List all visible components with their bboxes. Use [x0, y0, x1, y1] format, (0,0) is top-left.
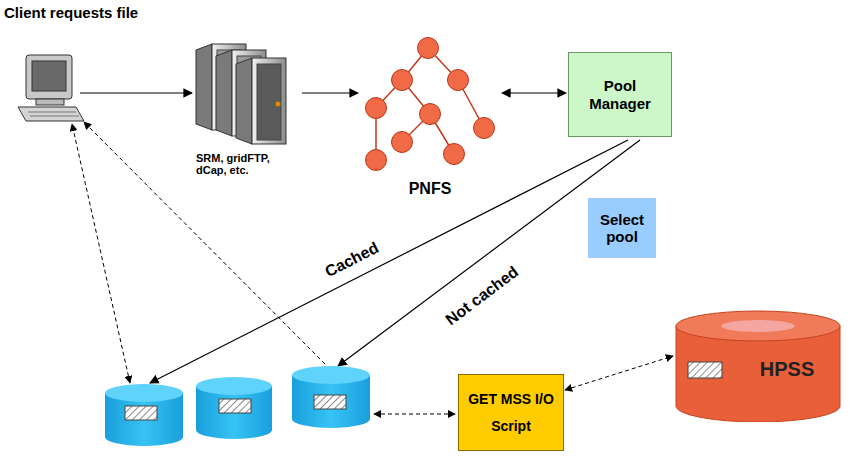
- door-side: [216, 50, 232, 136]
- node-label: PNFS: [360, 180, 500, 198]
- select-pool-box: Select pool: [588, 198, 656, 258]
- stage-dashed-arrow: [374, 414, 455, 415]
- pool-manager-box: Pool Manager: [568, 52, 672, 137]
- cached-label: Cached: [320, 238, 383, 282]
- door-frame: [252, 58, 286, 144]
- computer-icon: [18, 55, 84, 121]
- mss-script-box: GET MSS I/O Script: [458, 374, 564, 451]
- door-side: [236, 58, 252, 144]
- node-label: HPSS: [740, 358, 834, 381]
- protocol-doors: SRM, gridFTP, dCap, etc.: [190, 42, 300, 177]
- tree-node: [418, 38, 439, 59]
- text-wrap: PNFS: [360, 180, 500, 198]
- hpss-top: [676, 311, 840, 341]
- not-cached-label: Not cached: [441, 262, 524, 331]
- connector-arrow: [502, 92, 566, 93]
- node-label: Pool Manager: [573, 77, 667, 112]
- data-dashed-arrow: [84, 122, 325, 364]
- diagram-title: Client requests file: [4, 4, 138, 21]
- text-wrap: SRM, gridFTP, dCap, etc.: [196, 152, 296, 177]
- tree-node: [474, 118, 495, 139]
- connector-arrow: [565, 356, 673, 390]
- hpss-storage: HPSS: [674, 310, 842, 422]
- data-dashed-arrow: [72, 124, 130, 383]
- door-panel: [257, 64, 281, 140]
- door-knob: [276, 102, 281, 107]
- tree-art: [360, 36, 500, 196]
- text-wrap: Select pool: [590, 198, 654, 258]
- tree-node: [420, 104, 441, 125]
- node-label: Select pool: [590, 211, 654, 246]
- node-label: GET MSS I/O Script: [467, 386, 555, 439]
- pool-disk: [292, 366, 370, 428]
- pool-disk: [196, 377, 272, 439]
- connector-arrow: [302, 92, 358, 93]
- tree-node: [366, 150, 387, 171]
- door-side: [196, 44, 212, 130]
- node-label: SRM, gridFTP, dCap, etc.: [196, 152, 296, 177]
- tree-node: [366, 98, 387, 119]
- text-wrap: Pool Manager: [573, 53, 667, 136]
- file-block: [688, 362, 722, 378]
- tree-node: [392, 70, 413, 91]
- tree-node: [392, 132, 413, 153]
- tree-node: [448, 70, 469, 91]
- hpss-top-center: [721, 320, 795, 332]
- pool-disk: [105, 384, 183, 446]
- request-arrow: [80, 92, 192, 93]
- cached-arrow: [150, 140, 628, 383]
- pnfs-tree: PNFS: [360, 36, 500, 198]
- tree-node: [444, 144, 465, 165]
- hpss-art: [674, 310, 842, 422]
- text-wrap: HPSS: [740, 358, 834, 381]
- text-wrap: GET MSS I/O Script: [467, 375, 555, 450]
